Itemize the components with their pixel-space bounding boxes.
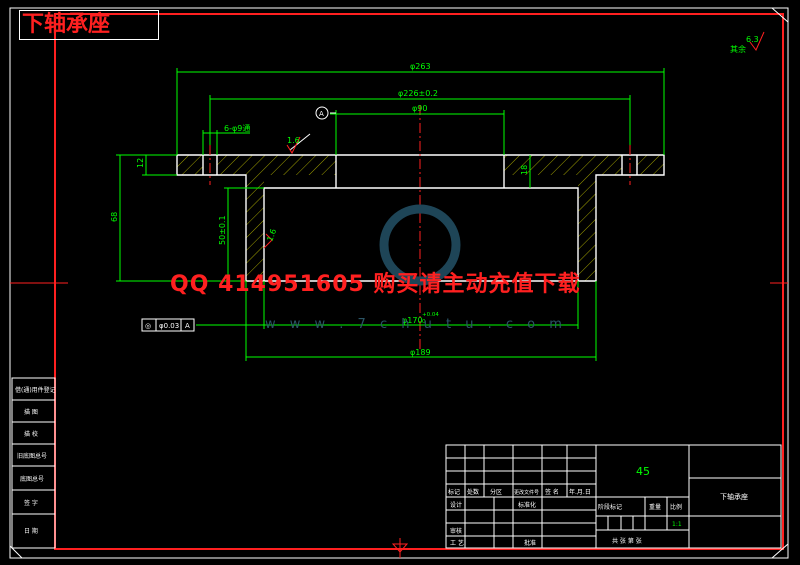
roughness-symbol-top [286,136,301,155]
side-label-reg: 借(通)用件登记 [15,386,56,394]
side-label-trace: 描 图 [24,408,38,416]
side-label-check: 描 校 [24,430,38,438]
tb-part-name: 下轴承座 [720,492,748,501]
dim-d263: φ263 [410,62,431,71]
dim-d226: φ226±0.2 [398,89,438,98]
dim-d170-tol-up: +0.04 [422,312,439,318]
side-label-sign: 签 字 [24,499,38,507]
roughness-value: 6.3 [746,35,759,44]
dim-holes: 6-φ9通 [224,123,250,133]
tb-label-approve: 批准 [524,539,536,547]
tb-header-mark: 标记 [448,488,460,496]
side-label-boxes [11,377,56,549]
logo-watermark [379,204,461,286]
roughness-symbol-inner [263,233,273,249]
gdt-datum: A [185,322,190,330]
side-label-base-no: 底图总号 [20,475,44,483]
leaders [289,112,336,151]
corner-mark-tr [770,7,789,24]
tb-label-scale: 比例 [670,503,682,511]
corner-mark-br [770,542,789,559]
corner-mark-bl [9,544,24,559]
tb-label-stage: 阶段标记 [598,503,622,511]
tb-material: 45 [636,465,650,478]
tb-label-standard: 标准化 [518,501,536,509]
dim-h12: 12 [136,158,145,168]
dim-h68: 68 [110,212,119,222]
center-lines [209,105,631,350]
dim-d189: φ189 [410,348,431,357]
tb-label-design: 设计 [450,501,462,509]
dim-d90: φ90 [412,104,427,113]
inner-frame [54,13,784,550]
tb-scale-value: 1:1 [672,521,682,528]
drawing-title: 下轴承座 [19,10,159,40]
watermark-text: QQ 414951605 购买请主动充值下载 [170,272,581,297]
roughness-symbol-general [749,31,765,51]
dim-d170-tol-dn: 0 [422,319,426,325]
gdt-value: φ0.03 [159,322,179,330]
tb-label-weight: 重量 [649,503,661,511]
tb-label-audit: 审核 [450,527,462,535]
title-block-grid [445,444,782,549]
gdt-symbol: ◎ [145,322,151,330]
datum-circle [315,106,329,120]
watermark-url: w w w . 7 c h u t u . c o m [265,317,567,332]
side-label-date: 日 期 [24,527,38,535]
roughness-label: 其余 [730,44,746,54]
tb-label-process: 工 艺 [450,539,464,547]
tb-label-sheets: 共 张 第 张 [612,537,642,545]
tb-header-date: 年.月.日 [569,488,591,496]
orientation-arrow [391,543,409,553]
dim-h50: 50±0.1 [218,215,227,245]
dim-r16-inner: 1.6 [265,228,278,243]
tb-header-count: 处数 [467,488,479,496]
section-hatch [177,155,664,281]
tb-header-docno: 更改文件号 [514,489,539,496]
side-label-old-no: 旧底图总号 [17,452,47,460]
dim-d170: φ170 [402,316,423,325]
dim-r16-top: 1.6 [287,136,300,145]
tb-header-zone: 分区 [490,488,502,496]
datum-letter: A [319,110,324,118]
dimension-lines [116,68,665,361]
dim-h18: 18 [520,165,529,175]
tb-header-sign: 签 名 [545,488,559,496]
gdt-frame [141,318,195,332]
